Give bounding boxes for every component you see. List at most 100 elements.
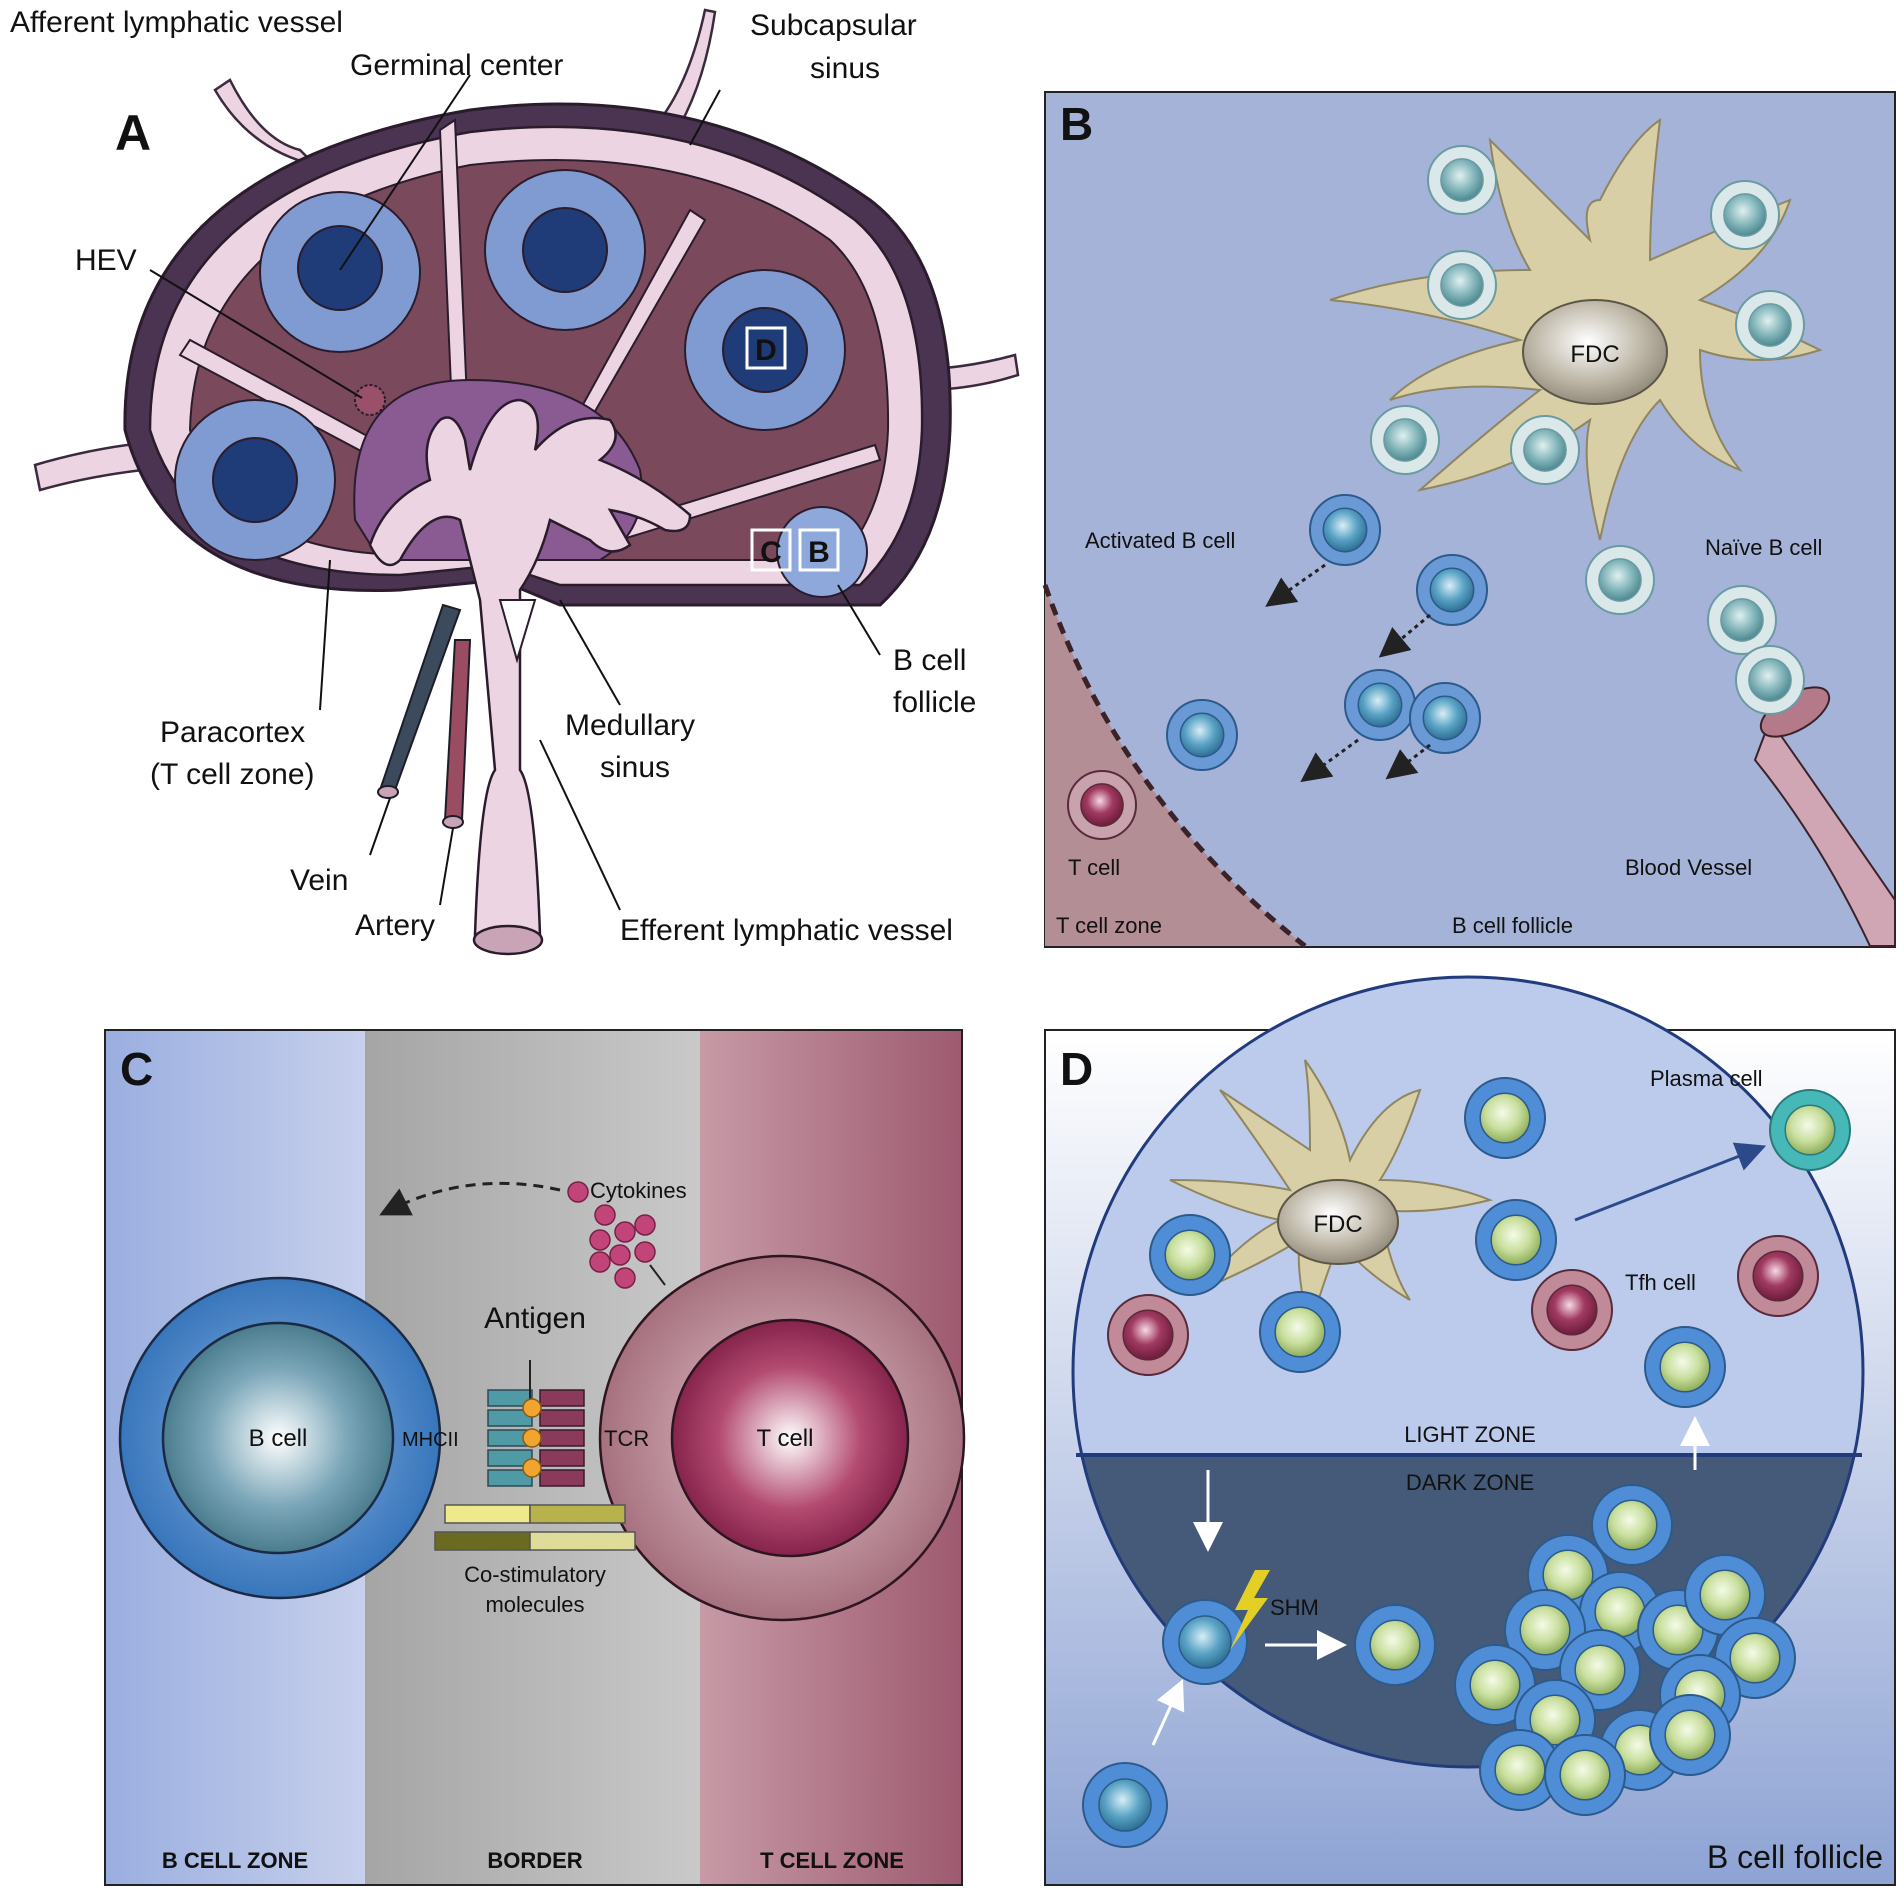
label-vein: Vein bbox=[290, 864, 348, 897]
zone-arrows bbox=[1151, 1416, 1710, 1746]
cytokine-arrow bbox=[379, 1181, 561, 1216]
fdc-label: FDC bbox=[1570, 341, 1619, 368]
label-bfollicle-2: follicle bbox=[893, 686, 976, 719]
activated-b-cell bbox=[1409, 682, 1481, 754]
label-b-cell: B cell bbox=[249, 1425, 308, 1452]
label-germinal-center: Germinal center bbox=[350, 49, 563, 82]
centrocyte-cell bbox=[1149, 1214, 1231, 1296]
naive-b-cell bbox=[1427, 145, 1497, 215]
centrocyte-cell bbox=[1475, 1199, 1557, 1281]
naive-b-cell bbox=[1370, 405, 1440, 475]
label-plasma-cell: Plasma cell bbox=[1650, 1066, 1762, 1091]
centrocyte-cell bbox=[1259, 1291, 1341, 1373]
inset-box-d: D bbox=[745, 326, 787, 370]
label-paracortex-2: (T cell zone) bbox=[150, 758, 315, 791]
label-zone-t: T CELL ZONE bbox=[760, 1848, 904, 1873]
centrocyte-cell bbox=[1649, 1694, 1731, 1776]
panel-b-follicle-migration: FDC B Activated B cell Naïve B cell T ce… bbox=[1042, 91, 1896, 948]
label-efferent: Efferent lymphatic vessel bbox=[620, 914, 953, 947]
label-medullary-1: Medullary bbox=[565, 709, 695, 742]
hev-vessel bbox=[354, 384, 386, 416]
big-t-cell-nucleus bbox=[670, 1318, 910, 1558]
tfh-cell bbox=[1107, 1294, 1189, 1376]
activated-b-cell bbox=[1309, 494, 1381, 566]
t-cell bbox=[1067, 770, 1137, 840]
label-antigen: Antigen bbox=[484, 1302, 586, 1335]
centrocyte-cell bbox=[1684, 1554, 1766, 1636]
plasma-cell bbox=[1769, 1089, 1851, 1171]
shm-lightning bbox=[1230, 1570, 1270, 1650]
label-mhcii: MHCII bbox=[402, 1429, 459, 1451]
efferent-opening bbox=[472, 924, 544, 956]
centrocyte-cell bbox=[1354, 1604, 1436, 1686]
panel-a-letter: A bbox=[115, 105, 151, 161]
label-artery: Artery bbox=[355, 909, 435, 942]
panel-c-border-interaction: C Cytokines Antigen B cell T cell MHCII … bbox=[104, 1029, 966, 1886]
big-b-cell-nucleus bbox=[161, 1321, 395, 1555]
label-dark-zone: DARK ZONE bbox=[1406, 1470, 1534, 1495]
inset-box-b: B bbox=[798, 528, 840, 572]
panel-d-germinal-center: FDC D Plasma cell Tfh cell LIGHT ZONE DA… bbox=[1044, 975, 1896, 1886]
label-zone-b: B CELL ZONE bbox=[162, 1848, 308, 1873]
efferent-hole bbox=[498, 599, 537, 664]
naive-b-cell bbox=[1735, 290, 1805, 360]
label-t-cell: T cell bbox=[1068, 855, 1120, 880]
naive-b-cell bbox=[1710, 180, 1780, 250]
naive-b-cell bbox=[1510, 415, 1580, 485]
tfh-cell bbox=[1737, 1235, 1819, 1317]
label-subcapsular-1: Subcapsular bbox=[750, 9, 917, 42]
naive-b-cell bbox=[1427, 250, 1497, 320]
centrocyte-cell bbox=[1454, 1644, 1536, 1726]
centrocyte-cell bbox=[1464, 1077, 1546, 1159]
label-light-zone: LIGHT ZONE bbox=[1404, 1422, 1536, 1447]
label-costim-1: Co-stimulatory bbox=[464, 1562, 606, 1587]
fdc-cell-d: FDC bbox=[1169, 1059, 1494, 1331]
migration-arrows bbox=[1265, 563, 1431, 783]
activated-b-cell bbox=[1344, 669, 1416, 741]
blood-vessel bbox=[1753, 717, 1896, 947]
label-activated-b: Activated B cell bbox=[1085, 528, 1235, 553]
inset-d-label: D bbox=[755, 334, 777, 367]
label-zone-border: BORDER bbox=[487, 1848, 582, 1873]
centrocyte-cell bbox=[1591, 1484, 1673, 1566]
cytokine-cluster bbox=[567, 1181, 666, 1289]
incoming-b-cell bbox=[1082, 1762, 1168, 1848]
centrocyte-cell bbox=[1644, 1326, 1726, 1408]
label-t-cell: T cell bbox=[757, 1425, 814, 1452]
label-medullary-2: sinus bbox=[600, 751, 670, 784]
antigen-beads bbox=[522, 1360, 542, 1478]
label-subcapsular-2: sinus bbox=[810, 52, 880, 85]
label-bfollicle-1: B cell bbox=[893, 644, 966, 677]
panel-a-lymph-node: D C B Afferent lymphatic vessel Germinal… bbox=[10, 6, 1020, 956]
b-cell-entering-shm bbox=[1162, 1599, 1248, 1685]
naive-b-cell bbox=[1735, 645, 1805, 715]
panel-b-letter: B bbox=[1060, 98, 1093, 150]
naive-b-cell bbox=[1585, 545, 1655, 615]
inset-c-label: C bbox=[760, 536, 782, 569]
label-b-cell-follicle: B cell follicle bbox=[1452, 913, 1573, 938]
inset-box-c: C bbox=[750, 528, 792, 572]
activated-b-cell bbox=[1416, 554, 1488, 626]
label-blood-vessel: Blood Vessel bbox=[1625, 855, 1752, 880]
fdc-d-label: FDC bbox=[1313, 1211, 1362, 1238]
centrocyte-cell bbox=[1544, 1734, 1626, 1816]
panel-b-cells bbox=[1067, 145, 1805, 840]
t-cell-zone-region bbox=[1045, 585, 1305, 946]
activated-b-cell bbox=[1166, 699, 1238, 771]
label-t-cell-zone: T cell zone bbox=[1056, 913, 1162, 938]
artery-end bbox=[442, 815, 464, 829]
tfh-cell bbox=[1531, 1269, 1613, 1351]
naive-b-cell bbox=[1707, 585, 1777, 655]
label-d-b-cell-follicle: B cell follicle bbox=[1707, 1839, 1883, 1875]
label-shm: SHM bbox=[1270, 1595, 1319, 1620]
label-tcr: TCR bbox=[604, 1426, 649, 1451]
artery bbox=[443, 639, 472, 821]
costimulatory-molecules bbox=[434, 1504, 636, 1551]
tcr-receptors bbox=[539, 1389, 585, 1487]
panel-d-letter: D bbox=[1060, 1043, 1093, 1095]
label-cytokines: Cytokines bbox=[590, 1178, 687, 1203]
plasma-arrow bbox=[1574, 1142, 1767, 1222]
vein-end bbox=[377, 785, 399, 799]
centrocyte-cell bbox=[1504, 1589, 1586, 1671]
